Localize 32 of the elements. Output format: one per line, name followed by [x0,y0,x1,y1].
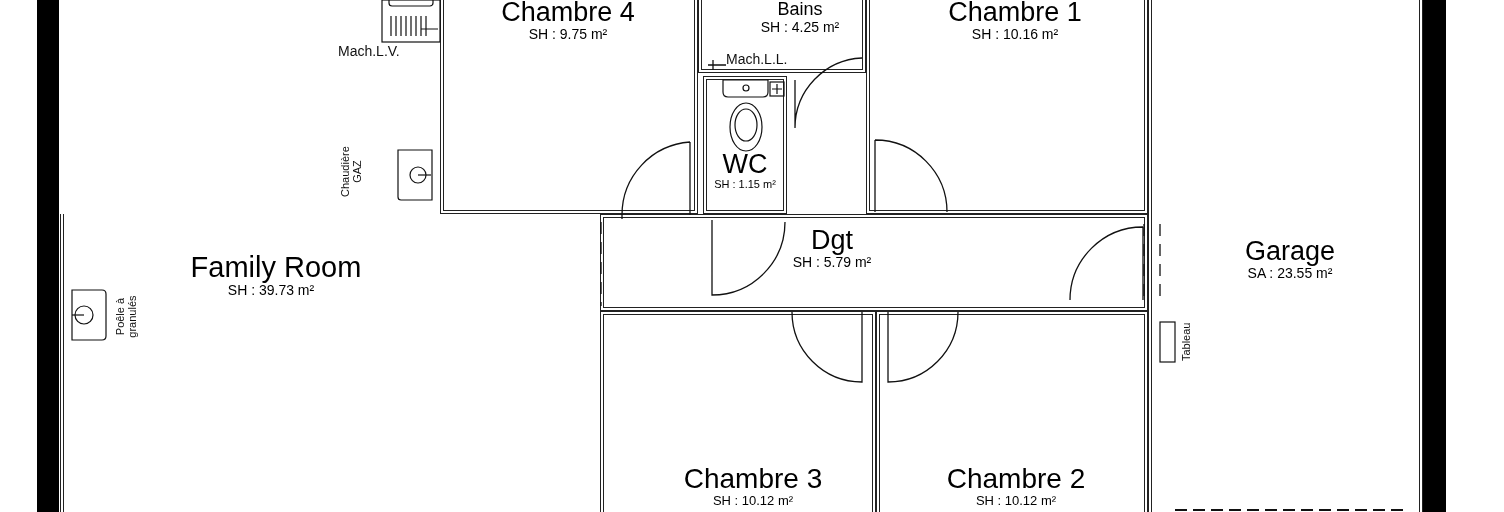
room [703,76,787,214]
room [440,0,698,214]
fixture-label: Mach.L.V. [338,44,400,59]
room-area: SH : 10.16 m² [971,26,1059,44]
room-area: SH : 9.75 m² [528,26,608,44]
room-name: Garage [1244,237,1336,266]
room-name: Chambre 2 [946,464,1086,494]
room-area: SH : 4.25 m² [760,18,840,36]
room-name: Family Room [190,252,362,283]
room-name: Chambre 4 [501,0,635,27]
room-area: SH : 39.73 m² [227,282,315,300]
room-name: Chambre 1 [948,0,1082,27]
room-area: SH : 1.15 m² [714,178,776,192]
exterior-wall [1423,0,1446,512]
exterior-wall [37,0,59,512]
room-name: Bains [777,0,823,19]
room [698,0,866,73]
room [600,311,876,512]
fixture-label: Poêle à granulés [115,294,139,340]
fixture-label: Tableau [1181,321,1193,362]
room-name: WC [722,150,768,179]
room-area: SH : 10.12 m² [975,493,1057,509]
room-area: SA : 23.55 m² [1247,265,1333,283]
room [876,311,1148,512]
fixture-label: Chaudière GAZ [340,145,364,199]
fixture-label: Mach.L.L. [726,52,788,67]
room-area: SH : 5.79 m² [792,254,872,272]
room-area: SH : 10.12 m² [712,493,794,509]
room [1148,0,1423,512]
room-name: Dgt [811,226,853,255]
room-name: Chambre 3 [683,464,823,494]
room [866,0,1148,214]
